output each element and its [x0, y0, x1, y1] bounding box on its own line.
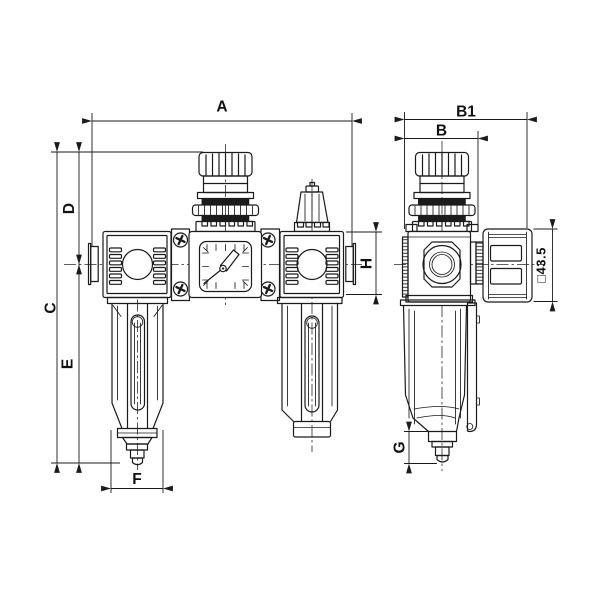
mounting-clamp-right: [260, 228, 281, 302]
outlet-port-flange: [345, 242, 357, 286]
lubricator-unit: [279, 181, 357, 299]
gauge-needle: [203, 249, 240, 285]
sight-glass: [130, 314, 146, 411]
lubricator-bowl: [276, 296, 343, 438]
front-view-assembly: [87, 151, 357, 466]
pressure-gauge: [198, 240, 253, 293]
port-opening: [296, 248, 328, 281]
dim-label-g: G: [392, 441, 409, 453]
port-boss: [423, 241, 461, 288]
drain-valve: [121, 436, 153, 466]
side-view-unit: [399, 151, 533, 463]
dim-B: B: [394, 123, 488, 228]
dimension-annotations: A B1 B C D E F: [43, 99, 558, 493]
dim-label-square-size: □43.5: [533, 247, 548, 283]
filter-unit: [87, 230, 172, 299]
dim-H: H: [346, 222, 382, 305]
port-opening: [121, 248, 154, 281]
dim-label-b: B: [436, 123, 447, 140]
side-bowl: [399, 299, 480, 463]
gauge-tick-marks: [202, 244, 249, 289]
oil-fill-dome: [293, 181, 331, 233]
louver-grille: [108, 247, 167, 285]
dim-label-b1: B1: [456, 104, 476, 121]
drain-valve: [427, 430, 458, 463]
dim-B1: B1: [394, 104, 537, 229]
dim-G: G: [392, 421, 437, 474]
bowl-latch: [466, 302, 480, 433]
regulator-knob: [408, 151, 476, 233]
dim-square-43-5: □43.5: [533, 219, 558, 312]
dim-A: A: [82, 99, 362, 247]
square-fitting: [482, 228, 533, 303]
side-body: [401, 223, 484, 303]
sight-glass: [304, 315, 320, 413]
dim-label-c: C: [43, 302, 60, 313]
dim-E: E: [60, 254, 82, 473]
dim-label-e: E: [60, 359, 77, 369]
dim-F: F: [101, 430, 173, 493]
louver-grille: [285, 247, 339, 285]
regulator-unit: [188, 151, 263, 299]
dim-label-f: F: [132, 471, 141, 488]
threaded-port: [422, 244, 462, 285]
dim-C: C: [43, 142, 203, 473]
dim-D: D: [61, 142, 82, 275]
dim-label-h: H: [359, 258, 376, 269]
dim-label-a: A: [216, 99, 227, 116]
dim-label-d: D: [61, 203, 78, 214]
filter-bowl: [106, 296, 169, 466]
inlet-port-flange: [87, 242, 99, 286]
regulator-knob: [191, 151, 260, 233]
